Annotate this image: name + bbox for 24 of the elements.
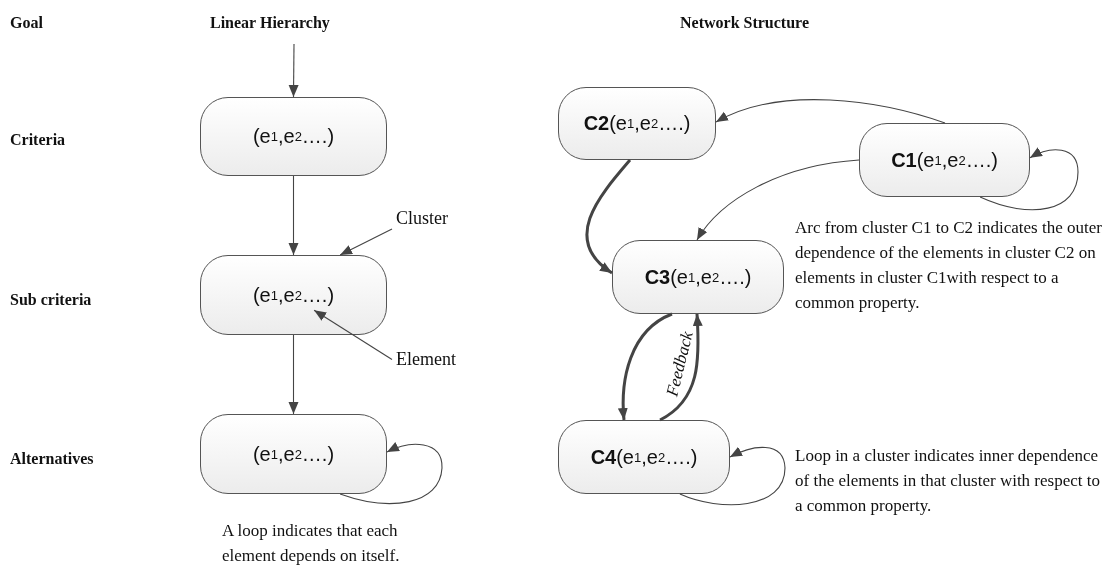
arrow (339, 442, 443, 505)
heading-label: Alternatives (10, 449, 94, 469)
heading-label: Network Structure (680, 13, 809, 33)
arrow (288, 43, 299, 98)
arrow (715, 99, 946, 124)
heading-label: Goal (10, 13, 43, 33)
arrow (979, 147, 1079, 211)
leader-line (313, 309, 393, 361)
note-text: Loop in a cluster indicates inner dependence of the elements in that cluster with respect to a common property. (795, 445, 1101, 517)
heading-label: Criteria (10, 130, 66, 150)
arrow (288, 334, 299, 415)
leader-line (339, 228, 393, 256)
arrow (618, 312, 673, 421)
callout-label: Cluster (396, 208, 448, 229)
arrow (659, 313, 703, 422)
note-text: A loop indicates that each element depends on itself. (222, 520, 401, 567)
callout-label: Element (396, 349, 456, 370)
heading-label: Linear Hierarchy (210, 13, 330, 34)
arrow (679, 446, 786, 506)
arrow (288, 175, 299, 256)
heading-label: Sub criteria (10, 290, 92, 310)
arrow (696, 159, 860, 241)
note-text: Arc from cluster C1 to C2 indicates the outer dependence of the elements in cluster C2 on elements in cluster C1with respect to a common property. (795, 217, 1103, 314)
arrow (585, 159, 632, 275)
